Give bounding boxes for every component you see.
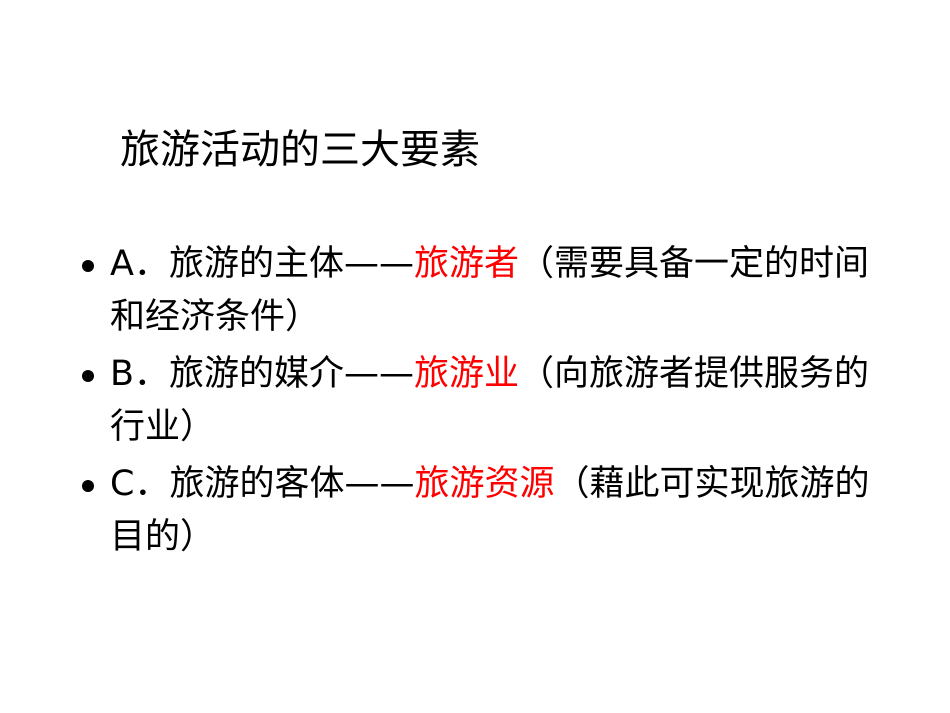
bullet-dot-icon bbox=[82, 480, 94, 492]
bullet-item-b: B．旅游的媒介——旅游业（向旅游者提供服务的行业） bbox=[78, 348, 878, 454]
bullet-prefix: C．旅游的客体—— bbox=[110, 464, 415, 504]
bullet-suffix: （需要具备一定的时间和经济条件） bbox=[110, 244, 869, 337]
bullet-dot-icon bbox=[82, 260, 94, 272]
bullet-item-a: A．旅游的主体——旅游者（需要具备一定的时间和经济条件） bbox=[78, 238, 878, 344]
bullet-highlight: 旅游者 bbox=[413, 244, 519, 284]
bullet-list: A．旅游的主体——旅游者（需要具备一定的时间和经济条件） B．旅游的媒介——旅游… bbox=[78, 238, 878, 568]
bullet-item-c: C．旅游的客体——旅游资源（藉此可实现旅游的目的） bbox=[78, 458, 878, 564]
slide-title: 旅游活动的三大要素 bbox=[120, 127, 480, 173]
bullet-highlight: 旅游资源 bbox=[414, 464, 555, 504]
bullet-suffix: （藉此可实现旅游的目的） bbox=[110, 464, 870, 557]
bullet-dot-icon bbox=[82, 370, 94, 382]
bullet-prefix: B．旅游的媒介—— bbox=[110, 354, 415, 394]
bullet-highlight: 旅游业 bbox=[414, 354, 520, 394]
bullet-suffix: （向旅游者提供服务的行业） bbox=[110, 354, 870, 447]
bullet-prefix: A．旅游的主体—— bbox=[110, 244, 414, 284]
